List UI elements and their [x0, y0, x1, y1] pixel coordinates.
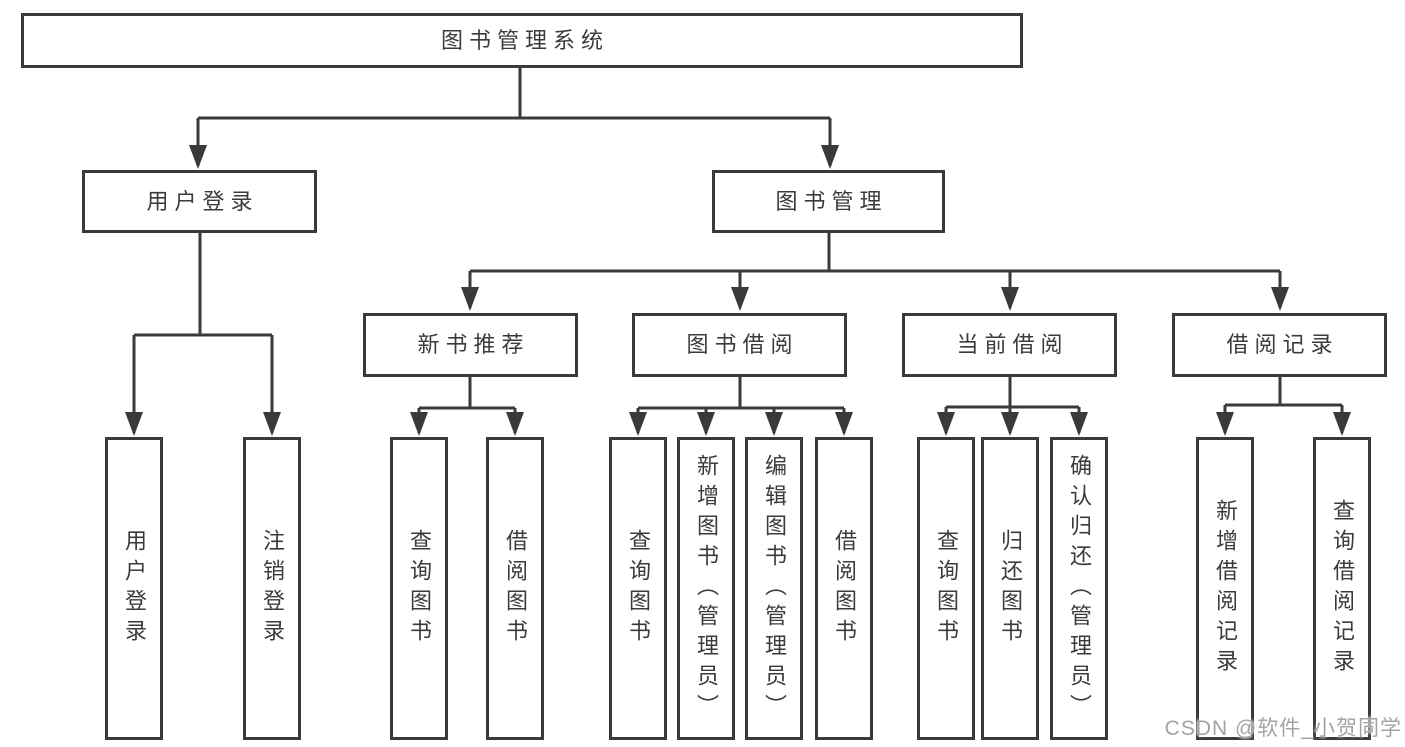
leaf-query-books: 查询图书 — [390, 437, 448, 740]
node-library-system: 图书管理系统 — [21, 13, 1023, 68]
node-current-borrowing: 当前借阅 — [902, 313, 1117, 377]
node-label: 确认归还（管理员） — [1067, 453, 1092, 724]
node-label: 图书借阅 — [686, 332, 799, 357]
node-label: 新增借阅记录 — [1213, 498, 1238, 679]
leaf-edit-book-admin: 编辑图书（管理员） — [745, 437, 803, 740]
node-book-management: 图书管理 — [712, 170, 945, 233]
node-label: 新书推荐 — [417, 332, 530, 357]
connector-currentborrow-to-leaves — [937, 377, 1088, 436]
node-label: 借阅记录 — [1226, 332, 1339, 357]
leaf-query-books: 查询图书 — [609, 437, 667, 740]
connector-records-to-leaves — [1216, 377, 1351, 436]
connector-bookborrow-to-leaves — [629, 377, 853, 436]
node-label: 借阅图书 — [832, 528, 857, 649]
leaf-add-borrow-record: 新增借阅记录 — [1196, 437, 1254, 740]
node-borrowing-records: 借阅记录 — [1172, 313, 1387, 377]
node-label: 查询图书 — [626, 528, 651, 649]
node-book-borrowing: 图书借阅 — [632, 313, 847, 377]
node-label: 用户登录 — [146, 188, 259, 214]
node-label: 图书管理 — [775, 188, 888, 214]
connector-newbook-to-leaves — [410, 377, 524, 436]
node-label: 编辑图书（管理员） — [762, 453, 787, 724]
node-label: 用户登录 — [122, 528, 147, 649]
node-label: 当前借阅 — [956, 332, 1069, 357]
leaf-borrow-books: 借阅图书 — [486, 437, 544, 740]
csdn-watermark: CSDN @软件_小贺同学 — [1164, 717, 1402, 740]
leaf-logout: 注销登录 — [243, 437, 301, 740]
connector-bookmgmt-to-level3 — [461, 233, 1289, 311]
leaf-query-borrow-record: 查询借阅记录 — [1313, 437, 1371, 740]
leaf-add-book-admin: 新增图书（管理员） — [677, 437, 735, 740]
connector-userlogin-to-leaves — [125, 233, 281, 436]
leaf-user-login: 用户登录 — [105, 437, 163, 740]
leaf-borrow-books: 借阅图书 — [815, 437, 873, 740]
connector-root-to-level2 — [189, 68, 839, 169]
node-label: 借阅图书 — [503, 528, 528, 649]
node-label: 查询图书 — [407, 528, 432, 649]
node-label: 查询图书 — [934, 528, 959, 649]
leaf-confirm-return-admin: 确认归还（管理员） — [1050, 437, 1108, 740]
node-label: 新增图书（管理员） — [694, 453, 719, 724]
leaf-query-books: 查询图书 — [917, 437, 975, 740]
node-label: 图书管理系统 — [440, 27, 609, 53]
node-new-book-recommend: 新书推荐 — [363, 313, 578, 377]
node-label: 注销登录 — [260, 528, 285, 649]
node-label: 查询借阅记录 — [1330, 498, 1355, 679]
node-label: 归还图书 — [998, 528, 1023, 649]
node-user-login: 用户登录 — [82, 170, 317, 233]
leaf-return-book: 归还图书 — [981, 437, 1039, 740]
